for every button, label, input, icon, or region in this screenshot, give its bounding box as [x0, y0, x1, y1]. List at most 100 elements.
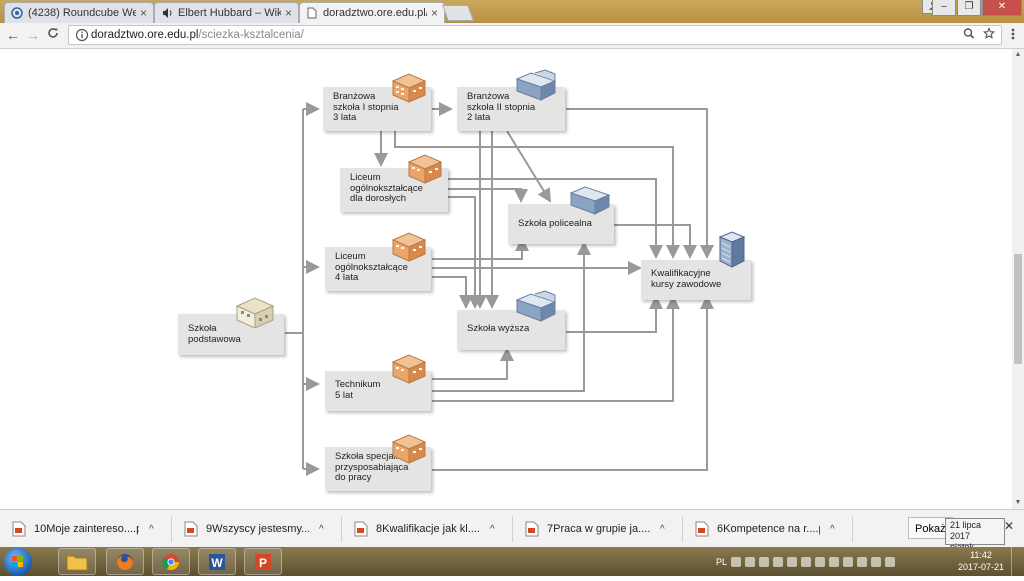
tooltip-date: 21 lipca 2017 — [950, 520, 982, 541]
folder-icon — [66, 555, 88, 570]
battery-icon[interactable] — [857, 556, 868, 567]
language-indicator[interactable]: PL — [716, 556, 728, 567]
tray-app-icon[interactable] — [731, 556, 742, 567]
kebab-menu-icon — [1011, 28, 1015, 40]
tray-app-icon[interactable] — [773, 556, 784, 567]
window-controls: – ❐ ✕ — [931, 0, 1022, 16]
svg-text:W: W — [211, 556, 223, 570]
minimize-button[interactable]: – — [932, 0, 956, 16]
search-icon[interactable] — [963, 27, 975, 41]
forward-button[interactable]: → — [26, 27, 40, 43]
ppt-file-icon — [525, 521, 539, 537]
building-orange-icon — [391, 434, 427, 464]
node-line: kursy zawodowe — [651, 278, 722, 290]
node-line: Branżowa — [333, 91, 376, 102]
tab-roundcube[interactable]: (4238) Roundcube Webm × — [4, 2, 154, 23]
node-line: 5 lat — [335, 389, 353, 401]
download-filename: 7Praca w grupie ja....ppt — [547, 523, 650, 535]
building-orange-icon — [391, 232, 427, 262]
building-orange-icon — [391, 354, 427, 384]
tab-doradztwo[interactable]: doradztwo.ore.edu.pl/sc × — [299, 2, 445, 23]
chrome-icon — [162, 553, 180, 570]
tab-close-icon[interactable]: × — [139, 6, 147, 20]
system-tray: PL — [716, 547, 896, 576]
node-line: ogólnokształcące — [335, 261, 408, 273]
volume-icon[interactable] — [885, 556, 896, 567]
download-filename: 8Kwalifikacje jak kl....ppt — [376, 523, 480, 535]
tray-app-icon[interactable] — [745, 556, 756, 567]
signal-icon[interactable] — [871, 556, 882, 567]
firefox-icon — [117, 553, 133, 570]
building-blue-icon — [515, 69, 557, 101]
download-item[interactable]: 10Moje zaintereso....ppt ^ — [0, 516, 172, 542]
page-icon — [307, 7, 317, 19]
tab-close-icon[interactable]: × — [284, 6, 292, 20]
omnibox-actions — [963, 27, 995, 41]
start-button[interactable] — [4, 548, 32, 576]
taskbar-clock[interactable]: 11:42 2017-07-21 — [956, 549, 1006, 573]
chevron-up-icon[interactable]: ^ — [490, 523, 495, 535]
node-line: Technikum — [335, 379, 381, 390]
tray-app-icon[interactable] — [759, 556, 770, 567]
node-line: 3 lata — [333, 112, 357, 123]
downloads-bar: 10Moje zaintereso....ppt ^ 9Wszyscy jest… — [0, 509, 1024, 548]
scroll-down-arrow-icon[interactable]: ▼ — [1014, 499, 1022, 506]
download-item[interactable]: 6Kompetence na r....p... ^ — [683, 516, 853, 542]
tray-app-icon[interactable] — [801, 556, 812, 567]
taskbar-word[interactable]: W — [198, 548, 236, 575]
download-item[interactable]: 9Wszyscy jestesmy....ppt ^ — [172, 516, 342, 542]
node-line: szkoła II stopnia — [467, 101, 536, 113]
download-filename: 6Kompetence na r....p... — [717, 523, 820, 535]
download-filename: 9Wszyscy jestesmy....ppt — [206, 523, 309, 535]
menu-button[interactable] — [1008, 27, 1018, 43]
address-bar[interactable]: doradztwo.ore.edu.pl/sciezka-ksztalcenia… — [68, 25, 1002, 45]
tray-app-icon[interactable] — [815, 556, 826, 567]
windows-taskbar: W P PL 11:42 2017-07-21 — [0, 547, 1024, 576]
tab-close-icon[interactable]: × — [430, 6, 438, 20]
node-line: dla dorosłych — [350, 193, 406, 204]
node-line: Liceum — [350, 172, 381, 183]
tab-wikicytaty[interactable]: Elbert Hubbard – Wikicyt × — [154, 2, 299, 23]
tray-app-icon[interactable] — [787, 556, 798, 567]
scroll-up-arrow-icon[interactable]: ▲ — [1014, 51, 1022, 58]
new-tab-button[interactable] — [442, 5, 474, 21]
building-orange-icon — [407, 154, 443, 184]
clock-date: 2017-07-21 — [957, 562, 1005, 572]
chevron-up-icon[interactable]: ^ — [319, 523, 324, 535]
close-downloads-icon[interactable]: ✕ — [1004, 519, 1015, 533]
chevron-up-icon[interactable]: ^ — [830, 523, 835, 535]
taskbar-firefox[interactable] — [106, 548, 144, 575]
node-line: Szkoła specjalna — [335, 451, 407, 462]
scroll-thumb[interactable] — [1014, 254, 1022, 364]
close-window-button[interactable]: ✕ — [982, 0, 1022, 16]
show-all-downloads-button[interactable]: Pokaż — [908, 517, 953, 539]
chevron-up-icon[interactable]: ^ — [660, 523, 665, 535]
node-line: 2 lata — [467, 112, 491, 123]
chevron-up-icon[interactable]: ^ — [149, 523, 154, 535]
back-button[interactable]: ← — [6, 27, 20, 43]
download-item[interactable]: 8Kwalifikacje jak kl....ppt ^ — [342, 516, 513, 542]
node-line: Kwalifikacyjne — [651, 268, 711, 279]
bookmark-star-icon[interactable] — [983, 27, 995, 41]
download-item[interactable]: 7Praca w grupie ja....ppt ^ — [513, 516, 683, 542]
word-icon: W — [209, 553, 225, 570]
show-desktop-button[interactable] — [1011, 547, 1024, 576]
tab-strip: (4238) Roundcube Webm × Elbert Hubbard –… — [0, 0, 1024, 23]
network-icon[interactable] — [843, 556, 854, 567]
taskbar-powerpoint[interactable]: P — [244, 548, 282, 575]
node-line: Szkoła wyższa — [467, 323, 530, 334]
roundcube-icon — [11, 7, 23, 19]
taskbar-chrome[interactable] — [152, 548, 190, 575]
diagram-connectors — [285, 102, 714, 476]
page-content: Szkoła podstawowa Branżowa szkoła I stop… — [0, 49, 1012, 509]
taskbar-explorer[interactable] — [58, 548, 96, 575]
info-icon — [75, 28, 89, 42]
building-blue-icon — [515, 290, 557, 322]
building-blue-icon — [569, 186, 611, 215]
page-scrollbar[interactable]: ▲ ▼ — [1012, 49, 1024, 509]
tab-label: (4238) Roundcube Webm — [28, 7, 136, 19]
maximize-button[interactable]: ❐ — [957, 0, 981, 16]
node-line: ogólnokształcące — [350, 182, 423, 194]
bluetooth-icon[interactable] — [829, 556, 840, 567]
reload-button[interactable] — [44, 26, 62, 44]
